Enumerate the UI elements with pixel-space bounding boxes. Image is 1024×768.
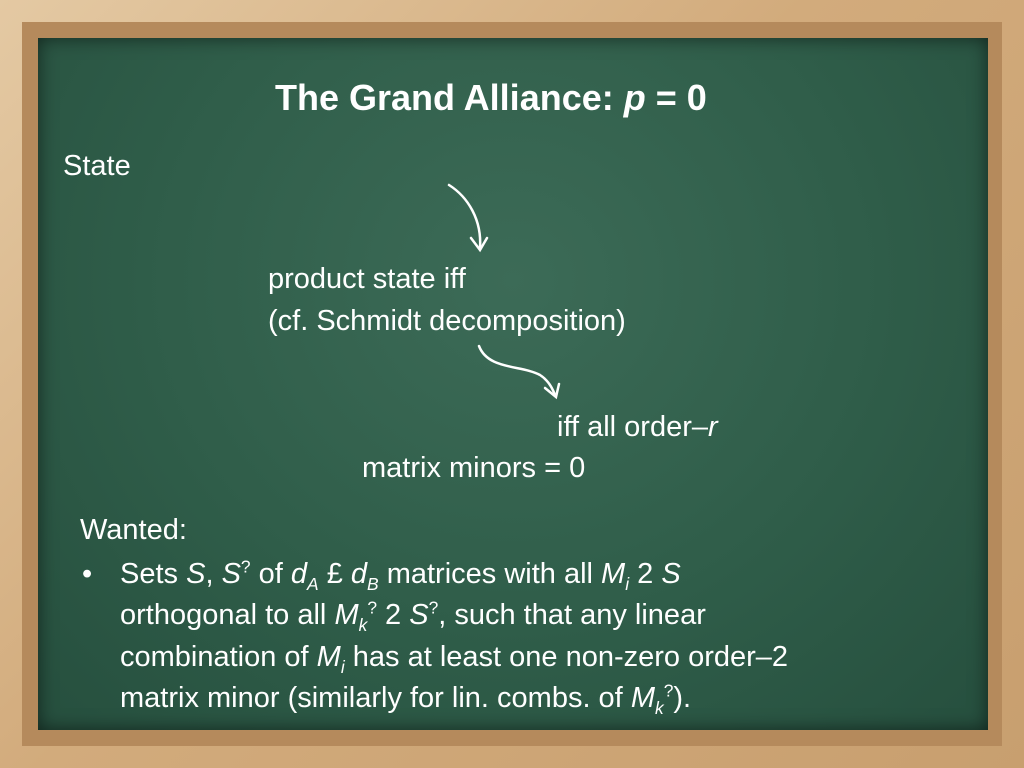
product-state-text: product state iff — [268, 263, 466, 295]
wanted-line-3: combination of Mi has at least one non-z… — [120, 641, 789, 677]
iff-order-text: iff all order–r — [557, 411, 718, 443]
schmidt-text: (cf. Schmidt decomposition) — [268, 305, 626, 337]
wanted-line-4: matrix minor (similarly for lin. combs. … — [120, 680, 692, 718]
bullet-marker: • — [82, 558, 93, 590]
wanted-line-2: orthogonal to all Mk? 2 S?, such that an… — [120, 597, 706, 635]
wanted-heading: Wanted: — [80, 514, 187, 546]
state-label: State — [63, 150, 131, 182]
wanted-line-1: Sets S, S? of dA £ dB matrices with all … — [120, 556, 681, 594]
slide-title: The Grand Alliance: p = 0 — [275, 77, 707, 118]
matrix-minors-text: matrix minors = 0 — [362, 452, 586, 484]
